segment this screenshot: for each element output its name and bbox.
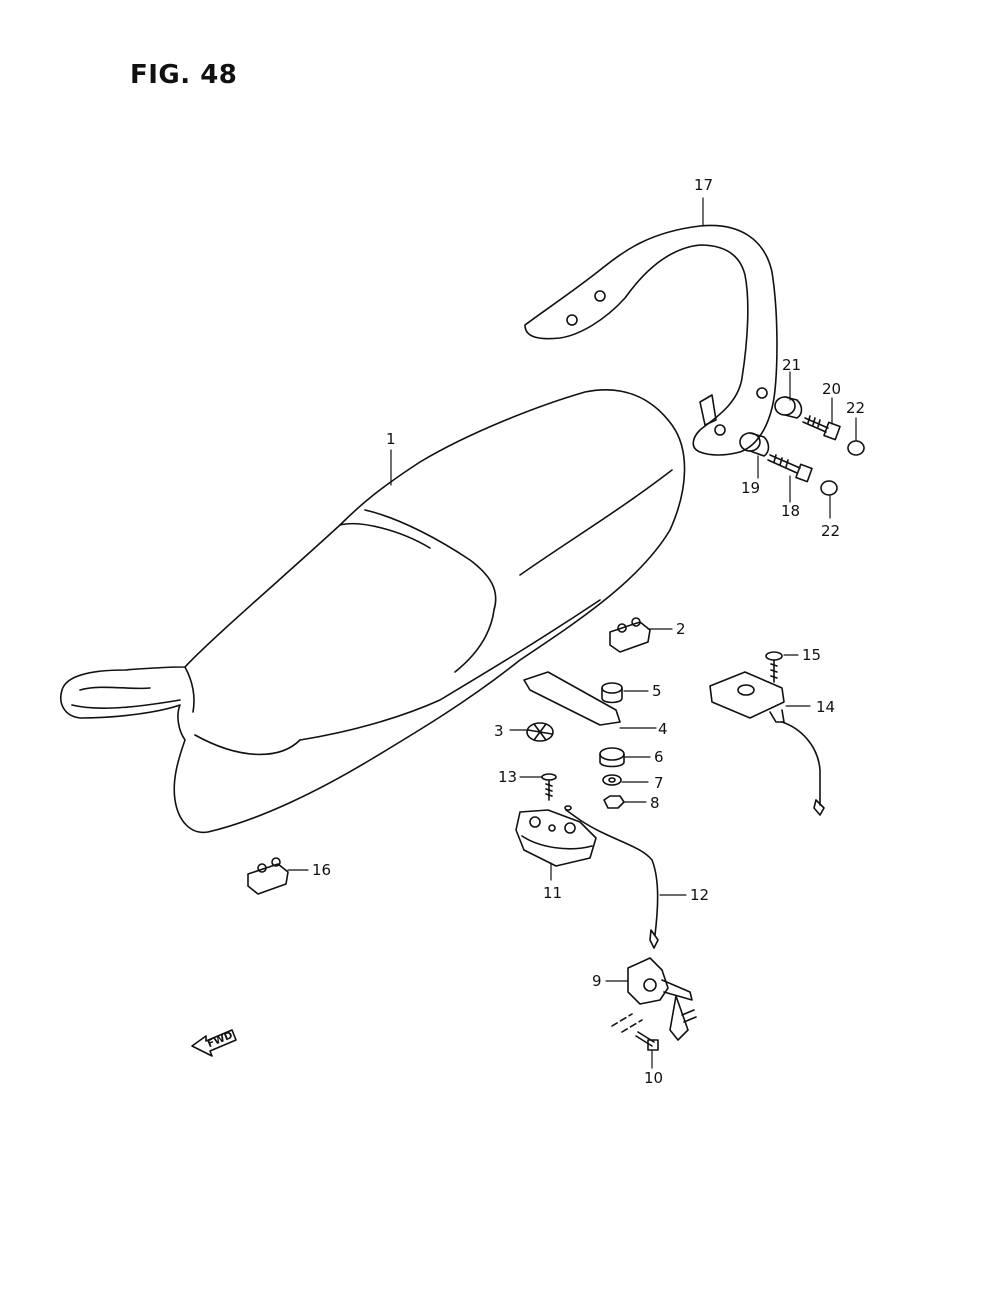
callout-10: 10 [644, 1069, 663, 1087]
callout-18: 18 [781, 502, 800, 520]
screw-part-13 [541, 773, 557, 801]
callout-8: 8 [650, 794, 660, 812]
assembly-guide-line [611, 1013, 643, 1033]
bolt-part-10 [635, 1031, 659, 1051]
callout-22-upper: 22 [846, 399, 865, 417]
seat-lock-part-9 [627, 957, 697, 1041]
grab-rail-part-17 [524, 224, 778, 456]
callout-22-lower: 22 [821, 522, 840, 540]
collar-part-21 [774, 396, 803, 419]
cushion-part-16 [247, 857, 289, 895]
leader-lines [287, 197, 857, 1069]
callout-1: 1 [386, 430, 396, 448]
callout-13: 13 [498, 768, 517, 786]
forward-arrow-icon [191, 1029, 237, 1057]
nut-part-8 [603, 795, 625, 809]
callout-14: 14 [816, 698, 835, 716]
callout-15: 15 [802, 646, 821, 664]
seat-part-1 [60, 389, 686, 834]
callout-9: 9 [592, 972, 602, 990]
lock-bracket-part-11 [515, 809, 597, 867]
callout-11: 11 [543, 884, 562, 902]
cushion-part-2 [609, 617, 651, 653]
callout-19: 19 [741, 479, 760, 497]
cushion-part-6 [599, 747, 625, 768]
callout-5: 5 [652, 682, 662, 700]
callout-3: 3 [494, 722, 504, 740]
callout-20: 20 [822, 380, 841, 398]
bolt-part-18 [767, 454, 813, 483]
callout-labels: 1 2 3 4 5 6 7 8 9 10 11 12 13 14 15 16 1… [206, 176, 865, 1087]
callout-6: 6 [654, 748, 664, 766]
callout-21: 21 [782, 356, 801, 374]
collar-part-19 [739, 432, 770, 457]
grommet-part-3 [526, 722, 554, 742]
bolt-part-20 [802, 415, 841, 441]
grommet-part-5 [601, 682, 623, 704]
callout-16: 16 [312, 861, 331, 879]
callout-12: 12 [690, 886, 709, 904]
washer-part-7 [602, 774, 622, 786]
callout-7: 7 [654, 774, 664, 792]
cap-part-22-upper [847, 440, 865, 456]
cap-part-22-lower [820, 480, 838, 496]
cable-part-12 [564, 805, 659, 949]
switch-part-14 [709, 671, 825, 816]
figure-title: FIG. 48 [130, 60, 238, 90]
callout-4: 4 [658, 720, 668, 738]
callout-2: 2 [676, 620, 686, 638]
callout-17: 17 [694, 176, 713, 194]
screw-part-15 [765, 651, 783, 683]
